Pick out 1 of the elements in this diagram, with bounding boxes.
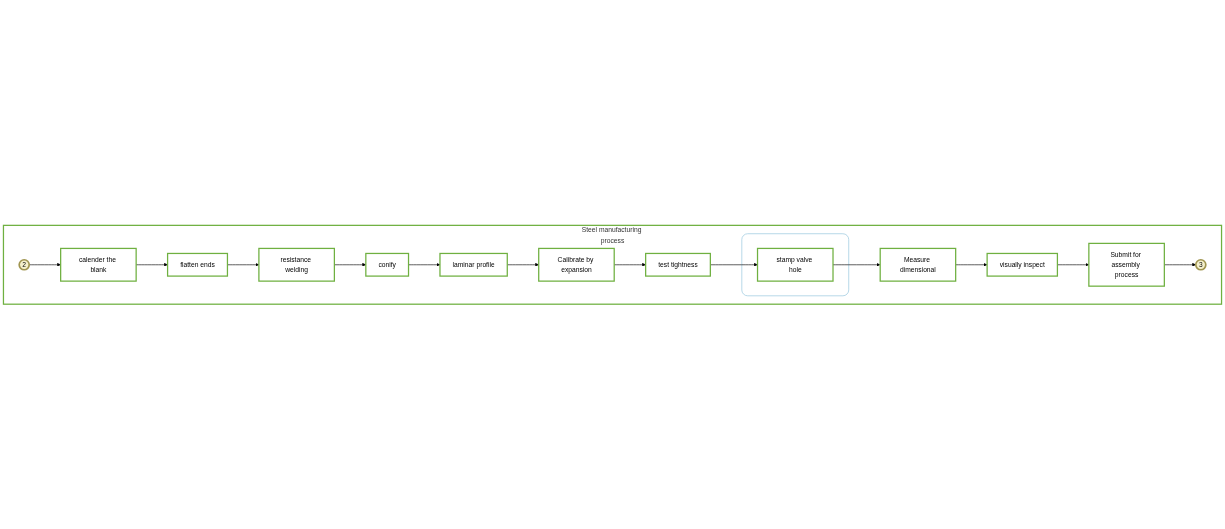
cluster bbox=[741, 233, 850, 296]
